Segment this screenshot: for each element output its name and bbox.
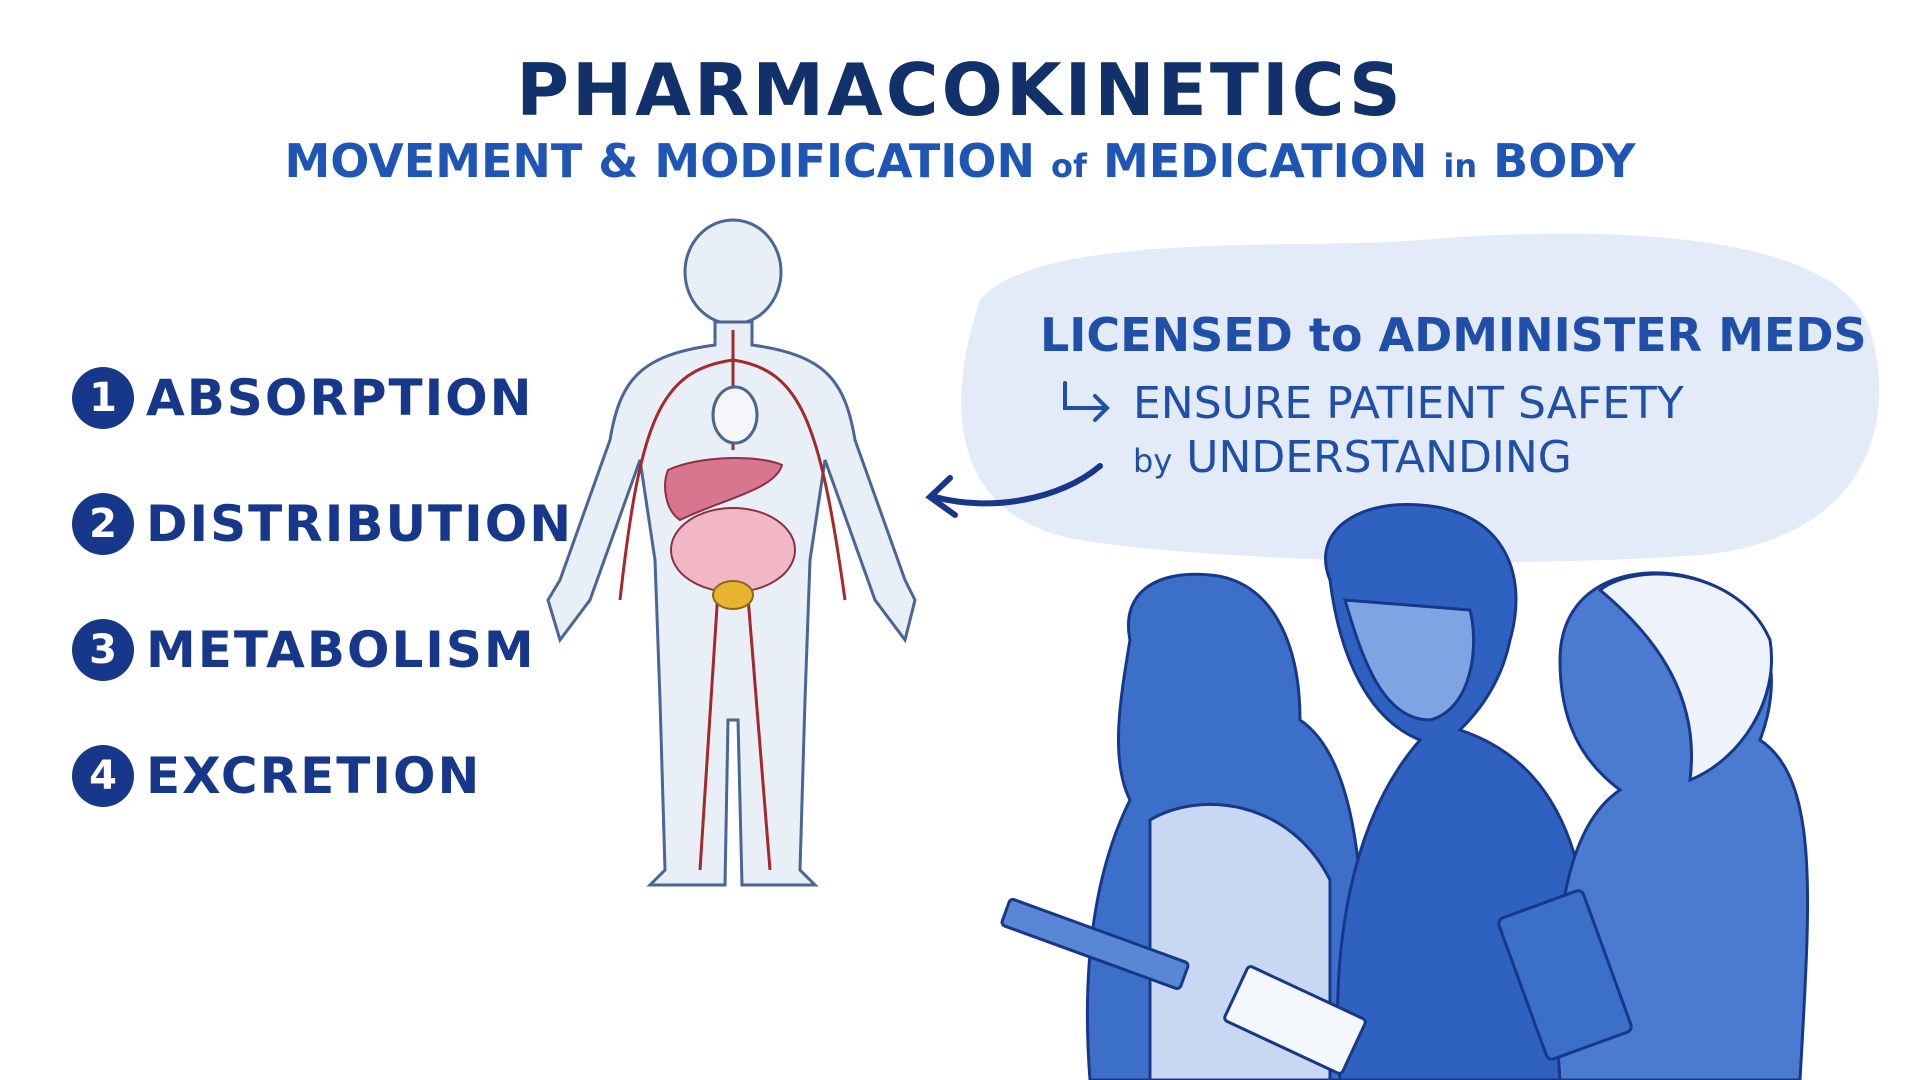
liver [664, 457, 784, 522]
pharmacokinetics-steps-list: 1 ABSORPTION 2 DISTRIBUTION 3 METABOLISM… [72, 335, 573, 839]
step-label: ABSORPTION [146, 369, 534, 427]
arrow-turn-right-icon [1063, 381, 1110, 422]
tablet-icon [1000, 897, 1190, 991]
bladder [712, 580, 754, 610]
bubble-line-understanding: by UNDERSTANDING [1133, 432, 1572, 483]
step-metabolism: 3 METABOLISM [72, 587, 573, 713]
step-distribution: 2 DISTRIBUTION [72, 461, 573, 587]
bubble-line-safety: ENSURE PATIENT SAFETY [1063, 378, 1684, 429]
curved-arrow-icon [932, 463, 1103, 507]
subtitle-part: in [1443, 147, 1478, 185]
clipboard-icon [1497, 889, 1633, 1061]
bubble-line-licensed: LICENSED to ADMINISTER MEDS [1040, 308, 1867, 362]
notepad-icon [1223, 965, 1367, 1075]
subtitle-part: MOVEMENT & MODIFICATION [284, 134, 1052, 188]
page-title: PHARMACOKINETICS [516, 48, 1404, 132]
step-absorption: 1 ABSORPTION [72, 335, 573, 461]
step-number-badge: 4 [72, 745, 134, 807]
intestines [670, 507, 796, 593]
step-number-badge: 2 [72, 493, 134, 555]
subtitle-part: of [1051, 147, 1087, 185]
step-label: DISTRIBUTION [146, 495, 574, 553]
bubble-line-text: by [1133, 442, 1173, 480]
healthcare-workers [1000, 502, 1810, 1080]
heart [711, 385, 759, 445]
step-number-badge: 1 [72, 367, 134, 429]
step-label: EXCRETION [146, 747, 482, 805]
page-subtitle: MOVEMENT & MODIFICATION of MEDICATION in… [0, 134, 1920, 188]
subtitle-part: MEDICATION [1086, 134, 1444, 188]
speech-bubble [961, 233, 1880, 563]
bubble-line-text: UNDERSTANDING [1172, 432, 1572, 483]
step-label: METABOLISM [146, 621, 536, 679]
step-excretion: 4 EXCRETION [72, 713, 573, 839]
subtitle-part: BODY [1477, 134, 1636, 188]
step-number-badge: 3 [72, 619, 134, 681]
bubble-line-text: ENSURE PATIENT SAFETY [1133, 378, 1684, 429]
